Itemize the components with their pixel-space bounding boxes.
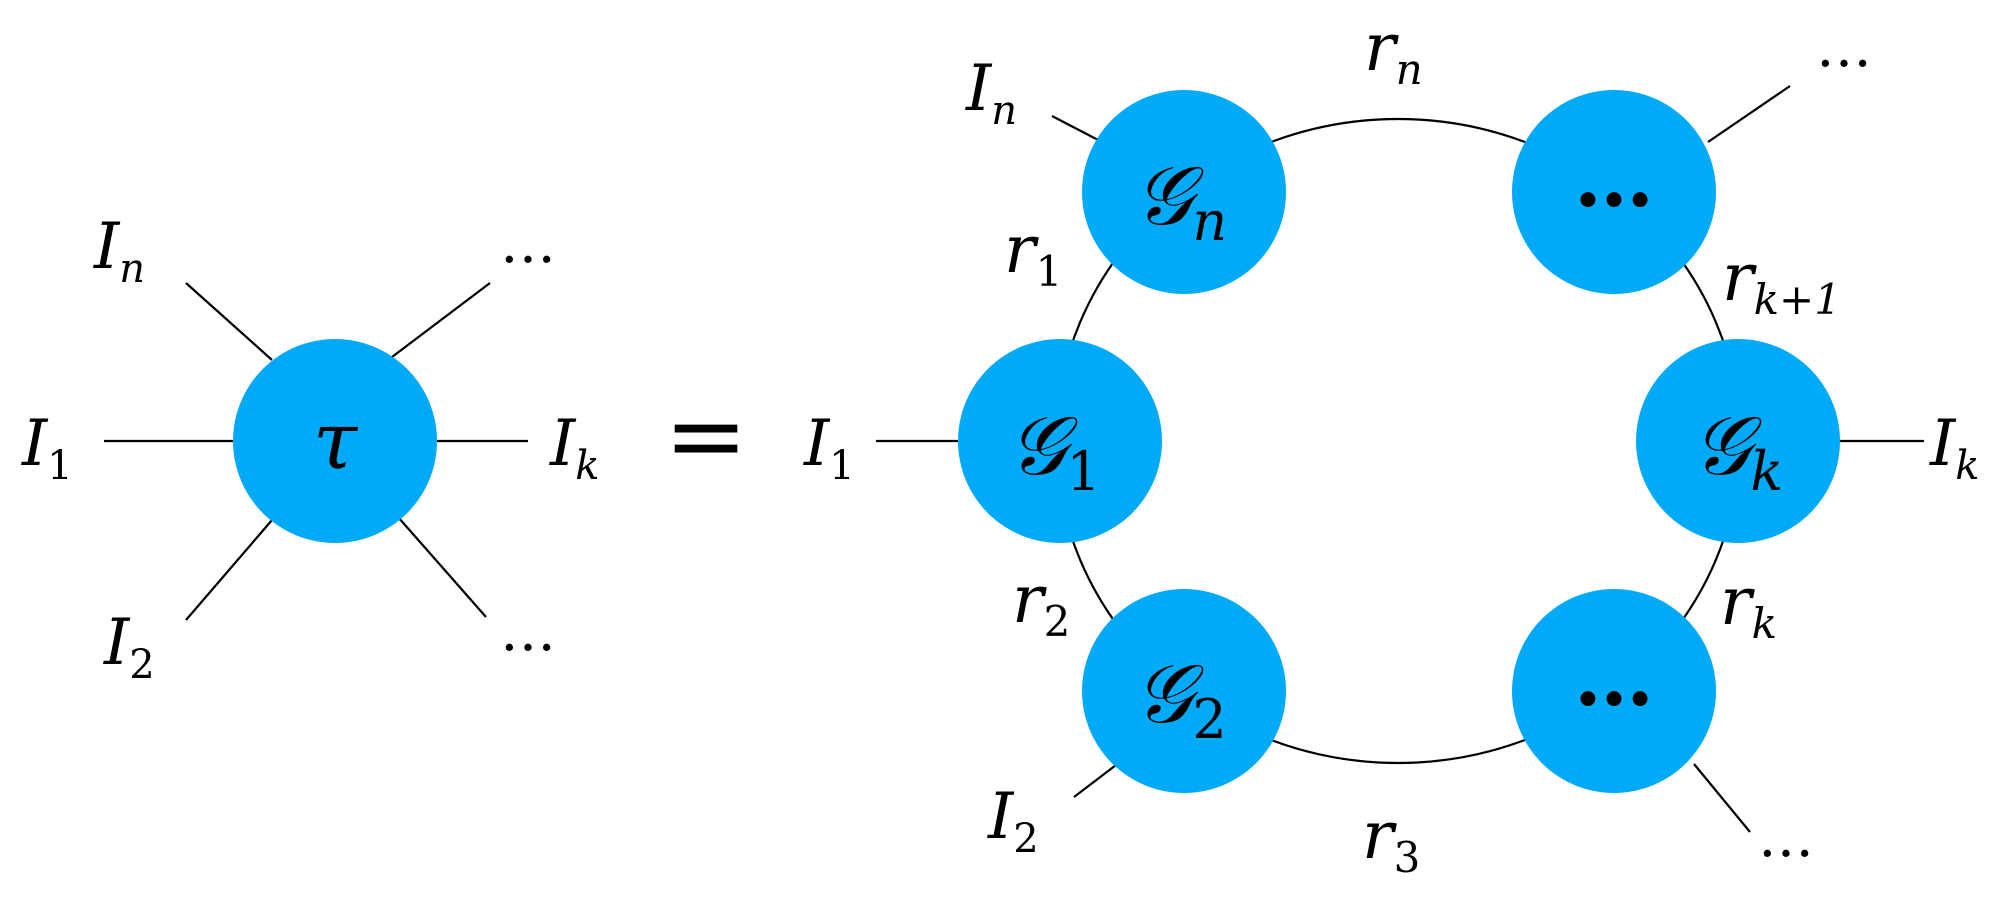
- bond-r2-label: r2: [1012, 561, 1070, 646]
- node-dots-bottom-label: …: [1574, 630, 1654, 724]
- node-g2-label: 𝒢2: [1134, 647, 1227, 751]
- node-g2: [1082, 589, 1286, 793]
- ring-label-i1: I1: [803, 407, 855, 489]
- tau-node: [233, 339, 437, 543]
- leg-top-right-line: [391, 282, 491, 358]
- left-dots-bottom-right: …: [500, 599, 556, 664]
- ring-leg-in-line: [1051, 115, 1103, 143]
- node-gk: [1636, 339, 1840, 543]
- ring-label-in: In: [965, 52, 1017, 134]
- node-dots-bottom: [1512, 589, 1716, 793]
- tensor-ring: 𝒢1 𝒢k 𝒢n 𝒢2 … … rn r1 r2 r3 rk+1 rk: [803, 9, 1980, 882]
- bond-r3-label: r3: [1362, 797, 1420, 882]
- leg-i2-line: [185, 519, 273, 621]
- ring-label-i2: I2: [987, 780, 1039, 862]
- bond-r1-label: r1: [1004, 211, 1062, 296]
- leg-bottom-right-line: [397, 516, 487, 618]
- node-g1: [958, 339, 1162, 543]
- left-label-ik: Ik: [549, 407, 600, 489]
- ring-label-ik: Ik: [1929, 407, 1980, 489]
- left-label-i2: I2: [103, 606, 155, 688]
- left-tensor: τ In I1 I2 Ik … …: [21, 210, 600, 688]
- bond-rk1-label: rk+1: [1722, 239, 1841, 324]
- ring-leg-i2-line: [1073, 761, 1121, 798]
- node-dots-top: [1512, 90, 1716, 294]
- node-gk-label: 𝒢k: [1692, 399, 1783, 503]
- node-gn: [1082, 90, 1286, 294]
- ring-dots-top-right: …: [1816, 15, 1872, 80]
- node-dots-top-label: …: [1574, 131, 1654, 225]
- ring-leg-top-right-line: [1707, 85, 1791, 143]
- equals-sign: =: [664, 377, 748, 494]
- ring-leg-bottom-right-line: [1693, 763, 1751, 833]
- left-dots-top-right: …: [500, 211, 556, 276]
- bond-rk-label: rk: [1720, 563, 1777, 648]
- ring-dots-bottom-right: …: [1758, 805, 1814, 870]
- left-label-i1: I1: [21, 407, 73, 489]
- bond-rn-label: rn: [1364, 9, 1423, 94]
- left-label-in: In: [93, 210, 145, 292]
- tau-label: τ: [313, 394, 359, 487]
- node-gn-label: 𝒢n: [1134, 149, 1227, 253]
- leg-in-line: [185, 282, 273, 361]
- node-g1-label: 𝒢1: [1008, 399, 1101, 503]
